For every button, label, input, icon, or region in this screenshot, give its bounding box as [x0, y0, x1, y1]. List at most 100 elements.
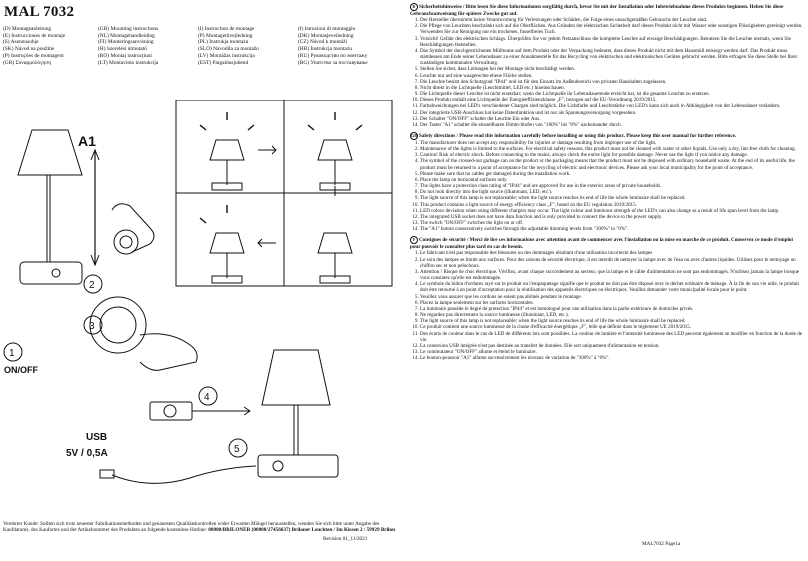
language-item: (I) Instruction de montage: [198, 26, 255, 32]
svg-text:1: 1: [9, 348, 15, 359]
list-item: Le soin des lampes se limite aux surface…: [420, 257, 804, 269]
language-text: Συναρμολόγηση: [15, 59, 52, 66]
language-text: Szerelési útmutató: [106, 46, 147, 53]
section-list: Der Hersteller übernimmt keine Verantwor…: [410, 17, 804, 128]
language-item: (D) Montageanleitung: [3, 26, 52, 32]
list-item: Place the lamp on horizontal surfaces on…: [420, 177, 804, 183]
language-item: (PL) Instrukja montażu: [198, 39, 249, 46]
list-item: The integrated USB socket does not have …: [420, 214, 804, 220]
language-text: Paigaldusjuhend: [212, 59, 249, 66]
svg-text:5: 5: [234, 444, 240, 455]
list-item: Le commutateur "ON/OFF" allume et éteint…: [420, 349, 804, 355]
language-code: I: [199, 26, 202, 32]
language-text: Montagetilvejledning: [205, 32, 253, 39]
list-item: Ce produit contient une source lumineuse…: [420, 324, 804, 330]
section-heading-text: Safety directions / Please read this inf…: [419, 133, 737, 140]
list-item: Vorsicht! Gefahr des elektrischen Schlag…: [420, 36, 804, 48]
language-code: SK: [4, 46, 12, 53]
language-text: Montaj instrucțiuni: [110, 52, 152, 59]
language-flag-icon: D: [410, 3, 418, 11]
language-text: Navodila za montažo: [213, 46, 259, 53]
language-text: Montageanleitung: [11, 26, 52, 32]
footer-address: Briloner Leuchten / Im Kissen 2 / 59929 …: [291, 527, 395, 534]
list-item: Der Taster "A1" schaltet die einstellbar…: [420, 122, 804, 128]
language-code: FI: [99, 39, 105, 46]
list-item: Farbabweichungen bei LED's verschiedener…: [420, 103, 804, 109]
language-code: DK: [299, 32, 308, 39]
language-code: EST: [199, 59, 210, 66]
language-flag-icon: F: [410, 236, 418, 245]
revision: Revision 01_11/2021: [323, 536, 368, 542]
on-off-label: ON/OFF: [4, 365, 38, 375]
svg-text:4: 4: [204, 392, 210, 403]
list-item: Caution! Risk of electric shock. Before …: [420, 152, 804, 158]
hand-press-icon: [111, 203, 155, 255]
language-code: P: [4, 52, 8, 59]
language-text: Instruction de montage: [204, 26, 255, 32]
usb-charger-icon: [99, 401, 257, 484]
language-text: Asennusohje: [10, 39, 39, 46]
list-item: Stellen Sie sicher, dass Leitungen bei d…: [420, 66, 804, 72]
footer-text: Verehrter Kunde: Sollten sich trotz neue…: [3, 521, 380, 534]
list-item: The lights have a protection class ratin…: [420, 183, 804, 189]
language-code: P: [199, 32, 203, 39]
list-item: The light source of this lamp is not rep…: [420, 195, 804, 201]
language-code: HR: [299, 46, 308, 53]
language-code: RO: [99, 52, 108, 59]
list-item: Der Hersteller übernimmt keine Verantwor…: [420, 17, 804, 23]
a1-label: A1: [78, 133, 96, 149]
list-item: Attention ! Risque de choc électrique. V…: [420, 269, 804, 281]
language-list: (D) Montageanleitung(GB) Mounting instru…: [3, 26, 403, 66]
list-item: The light source of this lamp is not rep…: [420, 318, 804, 324]
language-item: (DK) Montasjeveiledning: [298, 32, 354, 39]
language-item: (RO) Montaj instrucțiuni: [98, 52, 152, 59]
language-code: BG: [299, 59, 308, 66]
language-item: (HR) Instrukcja montażu: [298, 46, 352, 53]
language-item: (LT) Montavimo instrukcija: [98, 59, 159, 66]
language-code: LT: [99, 59, 106, 66]
svg-text:2: 2: [89, 280, 95, 291]
language-item: (SK) Návod na použitie: [3, 46, 55, 53]
list-item: The manufacturer does not accept any res…: [420, 140, 804, 146]
language-item: (RU) Руководство по монтажу: [298, 52, 368, 59]
language-item: (FI) Monteringsanvisning: [98, 39, 154, 46]
lamp-right-icon: [257, 349, 339, 478]
list-item: Der Schalter "ON/OFF" schaltet die Leuch…: [420, 116, 804, 122]
language-item: (GR) Συναρμολόγηση: [3, 59, 52, 66]
language-code: SLO: [199, 46, 210, 53]
lamp-left-icon: [17, 129, 83, 285]
list-item: Please make sure that no cables get dama…: [420, 171, 804, 177]
list-item: Do not look directly into the light sour…: [420, 189, 804, 195]
language-code: S: [4, 39, 8, 46]
language-code: H: [99, 46, 104, 53]
language-item: (E) Instrucciones de montaje: [3, 32, 66, 39]
footer-hotline: Verehrter Kunde: Sollten sich trotz neue…: [3, 521, 398, 533]
language-text: Instrukja montażu: [209, 39, 249, 46]
language-text: Montagehandleiding: [110, 32, 155, 39]
language-text: Mounting instructions: [110, 26, 159, 32]
power-label: 5V / 0,5A: [66, 448, 108, 459]
list-item: Placez la lampe seulement sur les surfac…: [420, 300, 804, 306]
language-item: (P) Instruções de montagem: [3, 52, 64, 59]
assembly-illustration: A1 2 3 ON/OFF 1: [0, 99, 400, 488]
list-item: Le fabricant n'est pas responsable des b…: [420, 250, 804, 256]
language-text: Montāžas instrukcija: [209, 52, 255, 59]
page-number: MAL7032 Page1a: [642, 541, 681, 547]
dimming-grid: [175, 99, 393, 287]
footer-hotline-number: 00800/BRILONER (00800/27456637): [208, 527, 291, 534]
language-text: Руководство по монтажу: [310, 52, 368, 59]
language-text: Instruções de montagem: [10, 52, 64, 59]
language-text: Montasjeveiledning: [310, 32, 354, 39]
list-item: La luminaire possède le degré de protect…: [420, 306, 804, 312]
language-text: Instrukcja montażu: [310, 46, 352, 53]
list-item: Die Lichtquelle dieser Leuchte ist nicht…: [420, 91, 804, 97]
svg-text:3: 3: [89, 321, 95, 332]
language-item: (SLO) Navodila za montažo: [198, 46, 259, 53]
language-code: CZ: [299, 39, 307, 46]
